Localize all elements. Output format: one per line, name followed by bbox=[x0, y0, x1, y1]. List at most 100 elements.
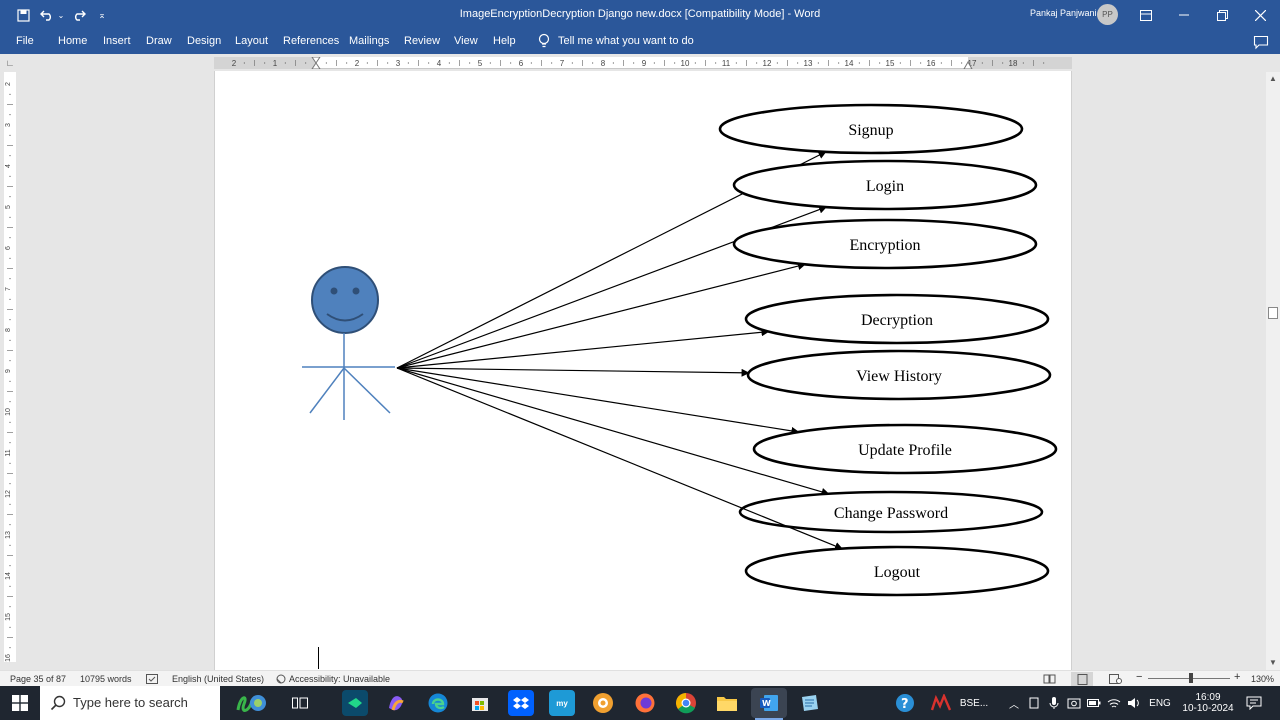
bse-app-label[interactable]: BSE... bbox=[959, 697, 989, 709]
accessibility-status[interactable]: Accessibility: Unavailable bbox=[289, 674, 391, 684]
proofing-icon[interactable] bbox=[146, 674, 158, 686]
notepad-app-icon[interactable] bbox=[797, 690, 823, 716]
ruler-number: 4 bbox=[437, 59, 442, 68]
zoom-slider-thumb[interactable] bbox=[1189, 673, 1193, 683]
tab-design[interactable]: Design bbox=[187, 35, 222, 47]
search-placeholder: Type here to search bbox=[73, 695, 188, 710]
ruler-ticks: 21123456789101112131415161718 bbox=[232, 57, 1045, 69]
word-app-icon[interactable]: W bbox=[751, 688, 787, 718]
notifications-icon[interactable] bbox=[1242, 686, 1266, 720]
use-case-ellipse bbox=[744, 545, 1050, 597]
vertical-scrollbar[interactable]: ▲ ▼ bbox=[1266, 72, 1280, 670]
ruler-number: 6 bbox=[5, 246, 12, 250]
wifi-icon[interactable] bbox=[1106, 686, 1122, 720]
obs-app-icon[interactable] bbox=[590, 690, 616, 716]
ruler-number: 7 bbox=[5, 287, 12, 291]
ruler-number: 13 bbox=[804, 59, 813, 68]
svg-text:?: ? bbox=[901, 697, 909, 712]
web-layout-icon[interactable] bbox=[1104, 672, 1126, 686]
ruler-number: 9 bbox=[5, 369, 12, 373]
user-name[interactable]: Pankaj Panjwani bbox=[1030, 8, 1097, 18]
help-icon[interactable]: ? bbox=[892, 686, 918, 720]
tab-view[interactable]: View bbox=[454, 35, 478, 47]
tab-review[interactable]: Review bbox=[404, 35, 441, 47]
tab-selector-icon[interactable]: ∟ bbox=[5, 58, 15, 68]
firefox-icon[interactable] bbox=[632, 690, 658, 716]
customize-toolbar-icon[interactable]: ⌅ bbox=[98, 9, 106, 20]
avatar[interactable]: PP bbox=[1097, 4, 1118, 25]
association-arrow bbox=[396, 262, 806, 369]
task-view-icon[interactable] bbox=[287, 690, 313, 716]
input-language[interactable]: ENG bbox=[1149, 697, 1171, 709]
copilot-app-icon[interactable] bbox=[383, 690, 409, 716]
chrome-icon[interactable] bbox=[673, 690, 699, 716]
clock[interactable]: 16:09 10-10-2024 bbox=[1176, 686, 1240, 720]
undo-dropdown-icon[interactable]: ⌄ bbox=[57, 10, 65, 20]
svg-text:W: W bbox=[762, 699, 771, 708]
tab-mailings[interactable]: Mailings bbox=[349, 35, 390, 47]
tab-home[interactable]: Home bbox=[58, 35, 88, 47]
language-indicator[interactable]: English (United States) bbox=[172, 674, 265, 684]
scroll-down-icon[interactable]: ▼ bbox=[1269, 658, 1277, 667]
minimize-icon[interactable] bbox=[1165, 0, 1203, 30]
print-layout-icon[interactable] bbox=[1071, 672, 1093, 686]
tab-help[interactable]: Help bbox=[493, 35, 516, 47]
bse-app-icon[interactable] bbox=[928, 686, 954, 720]
edge-browser-icon[interactable] bbox=[425, 690, 451, 716]
battery-icon[interactable] bbox=[1086, 686, 1102, 720]
ruler-number: 11 bbox=[5, 449, 12, 456]
text-cursor bbox=[318, 647, 319, 669]
file-explorer-icon[interactable] bbox=[714, 690, 740, 716]
tab-draw[interactable]: Draw bbox=[146, 35, 172, 47]
lightbulb-icon[interactable] bbox=[537, 33, 551, 51]
ruler-number: 16 bbox=[5, 654, 12, 662]
microphone-icon[interactable] bbox=[1046, 686, 1062, 720]
right-indent-marker[interactable] bbox=[963, 60, 973, 69]
zoom-in-icon[interactable]: + bbox=[1234, 671, 1241, 683]
accessibility-icon[interactable] bbox=[275, 674, 287, 686]
actor-eye-left bbox=[330, 287, 338, 295]
restore-icon[interactable] bbox=[1203, 0, 1241, 30]
volume-icon[interactable] bbox=[1126, 686, 1142, 720]
tab-file[interactable]: File bbox=[16, 35, 34, 47]
actor-eye-right bbox=[352, 287, 360, 295]
dropbox-icon[interactable] bbox=[508, 690, 534, 716]
tell-me-search[interactable]: Tell me what you want to do bbox=[558, 35, 694, 47]
ruler-number: 2 bbox=[5, 82, 12, 86]
association-arrow bbox=[396, 367, 843, 550]
pycharm-app-icon[interactable] bbox=[342, 690, 368, 716]
camera-icon[interactable] bbox=[1066, 686, 1082, 720]
onedrive-icon[interactable] bbox=[1026, 686, 1042, 720]
taskbar-search[interactable]: Type here to search bbox=[40, 686, 220, 720]
status-bar: Page 35 of 87 10795 words English (Unite… bbox=[0, 670, 1280, 686]
redo-icon[interactable] bbox=[70, 0, 88, 30]
tab-layout[interactable]: Layout bbox=[235, 35, 269, 47]
scroll-up-icon[interactable]: ▲ bbox=[1269, 74, 1277, 83]
show-hidden-icons-icon[interactable]: ︿ bbox=[1009, 699, 1019, 711]
save-icon[interactable] bbox=[14, 0, 32, 30]
undo-icon[interactable] bbox=[38, 0, 56, 30]
read-mode-icon[interactable] bbox=[1038, 672, 1060, 686]
zoom-out-icon[interactable]: − bbox=[1136, 671, 1143, 683]
use-case-label: Encryption bbox=[849, 237, 920, 254]
word-count[interactable]: 10795 words bbox=[80, 674, 132, 684]
ruler-number: 8 bbox=[601, 59, 606, 68]
news-widget-icon[interactable] bbox=[228, 690, 272, 716]
mysql-workbench-icon[interactable]: my bbox=[549, 690, 575, 716]
close-icon[interactable] bbox=[1241, 0, 1279, 30]
zoom-level[interactable]: 130% bbox=[1251, 674, 1275, 684]
use-case-label: Signup bbox=[848, 122, 893, 139]
page-count[interactable]: Page 35 of 87 bbox=[10, 674, 67, 684]
ribbon-display-options-icon[interactable] bbox=[1127, 0, 1165, 30]
horizontal-ruler[interactable]: 21123456789101112131415161718 bbox=[214, 57, 1072, 69]
scrollbar-thumb[interactable] bbox=[1268, 307, 1278, 319]
windows-start-icon[interactable] bbox=[0, 686, 40, 720]
ruler-number: 13 bbox=[5, 531, 12, 539]
tab-insert[interactable]: Insert bbox=[103, 35, 131, 47]
tab-references[interactable]: References bbox=[283, 35, 340, 47]
comments-icon[interactable] bbox=[1253, 34, 1269, 50]
microsoft-store-icon[interactable] bbox=[467, 690, 493, 716]
indent-marker[interactable] bbox=[311, 57, 321, 69]
